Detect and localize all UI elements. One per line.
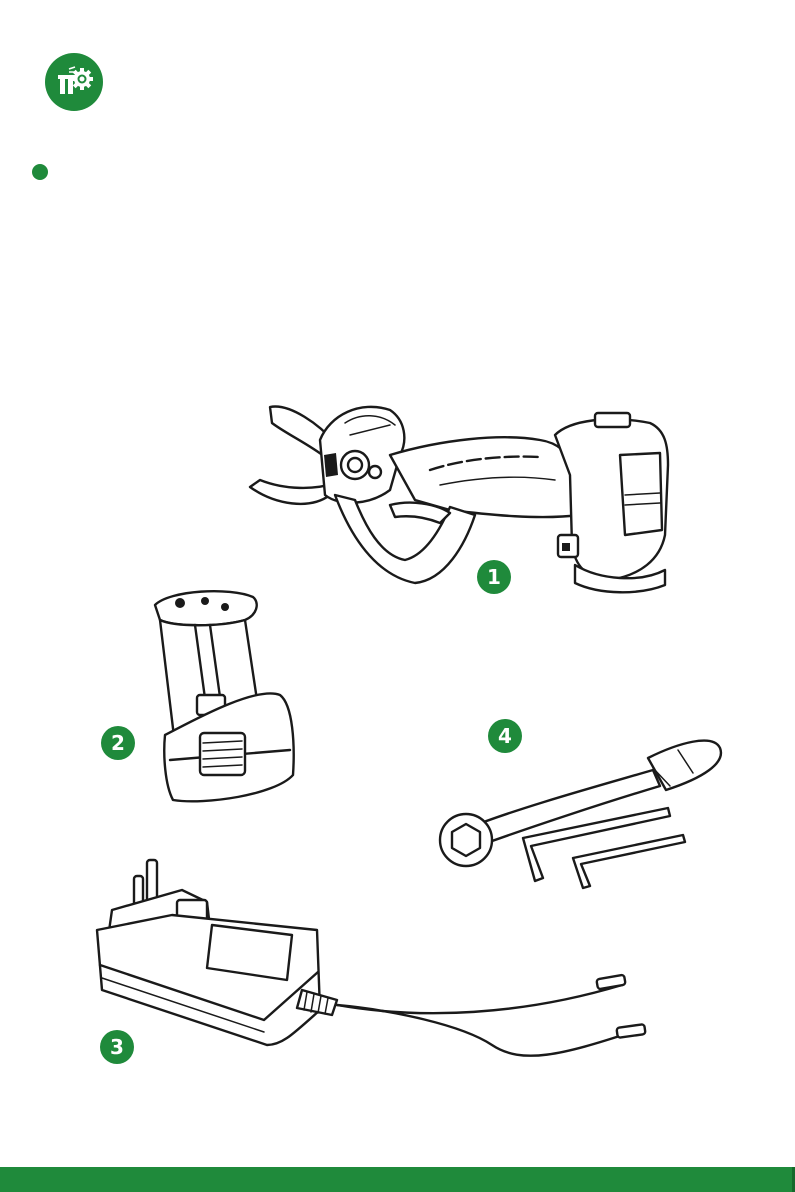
item-number-3: 3 <box>100 1030 134 1064</box>
section-bullet <box>32 164 48 180</box>
item-number-4: 4 <box>488 719 522 753</box>
charger-adapter-icon <box>92 850 652 1090</box>
item-number-2: 2 <box>101 726 135 760</box>
item-number-1: 1 <box>477 560 511 594</box>
electric-pruning-shears-icon <box>240 395 680 605</box>
box-with-gear-icon <box>45 53 103 111</box>
footer-bar <box>0 1167 795 1192</box>
battery-pack-icon <box>145 585 305 810</box>
